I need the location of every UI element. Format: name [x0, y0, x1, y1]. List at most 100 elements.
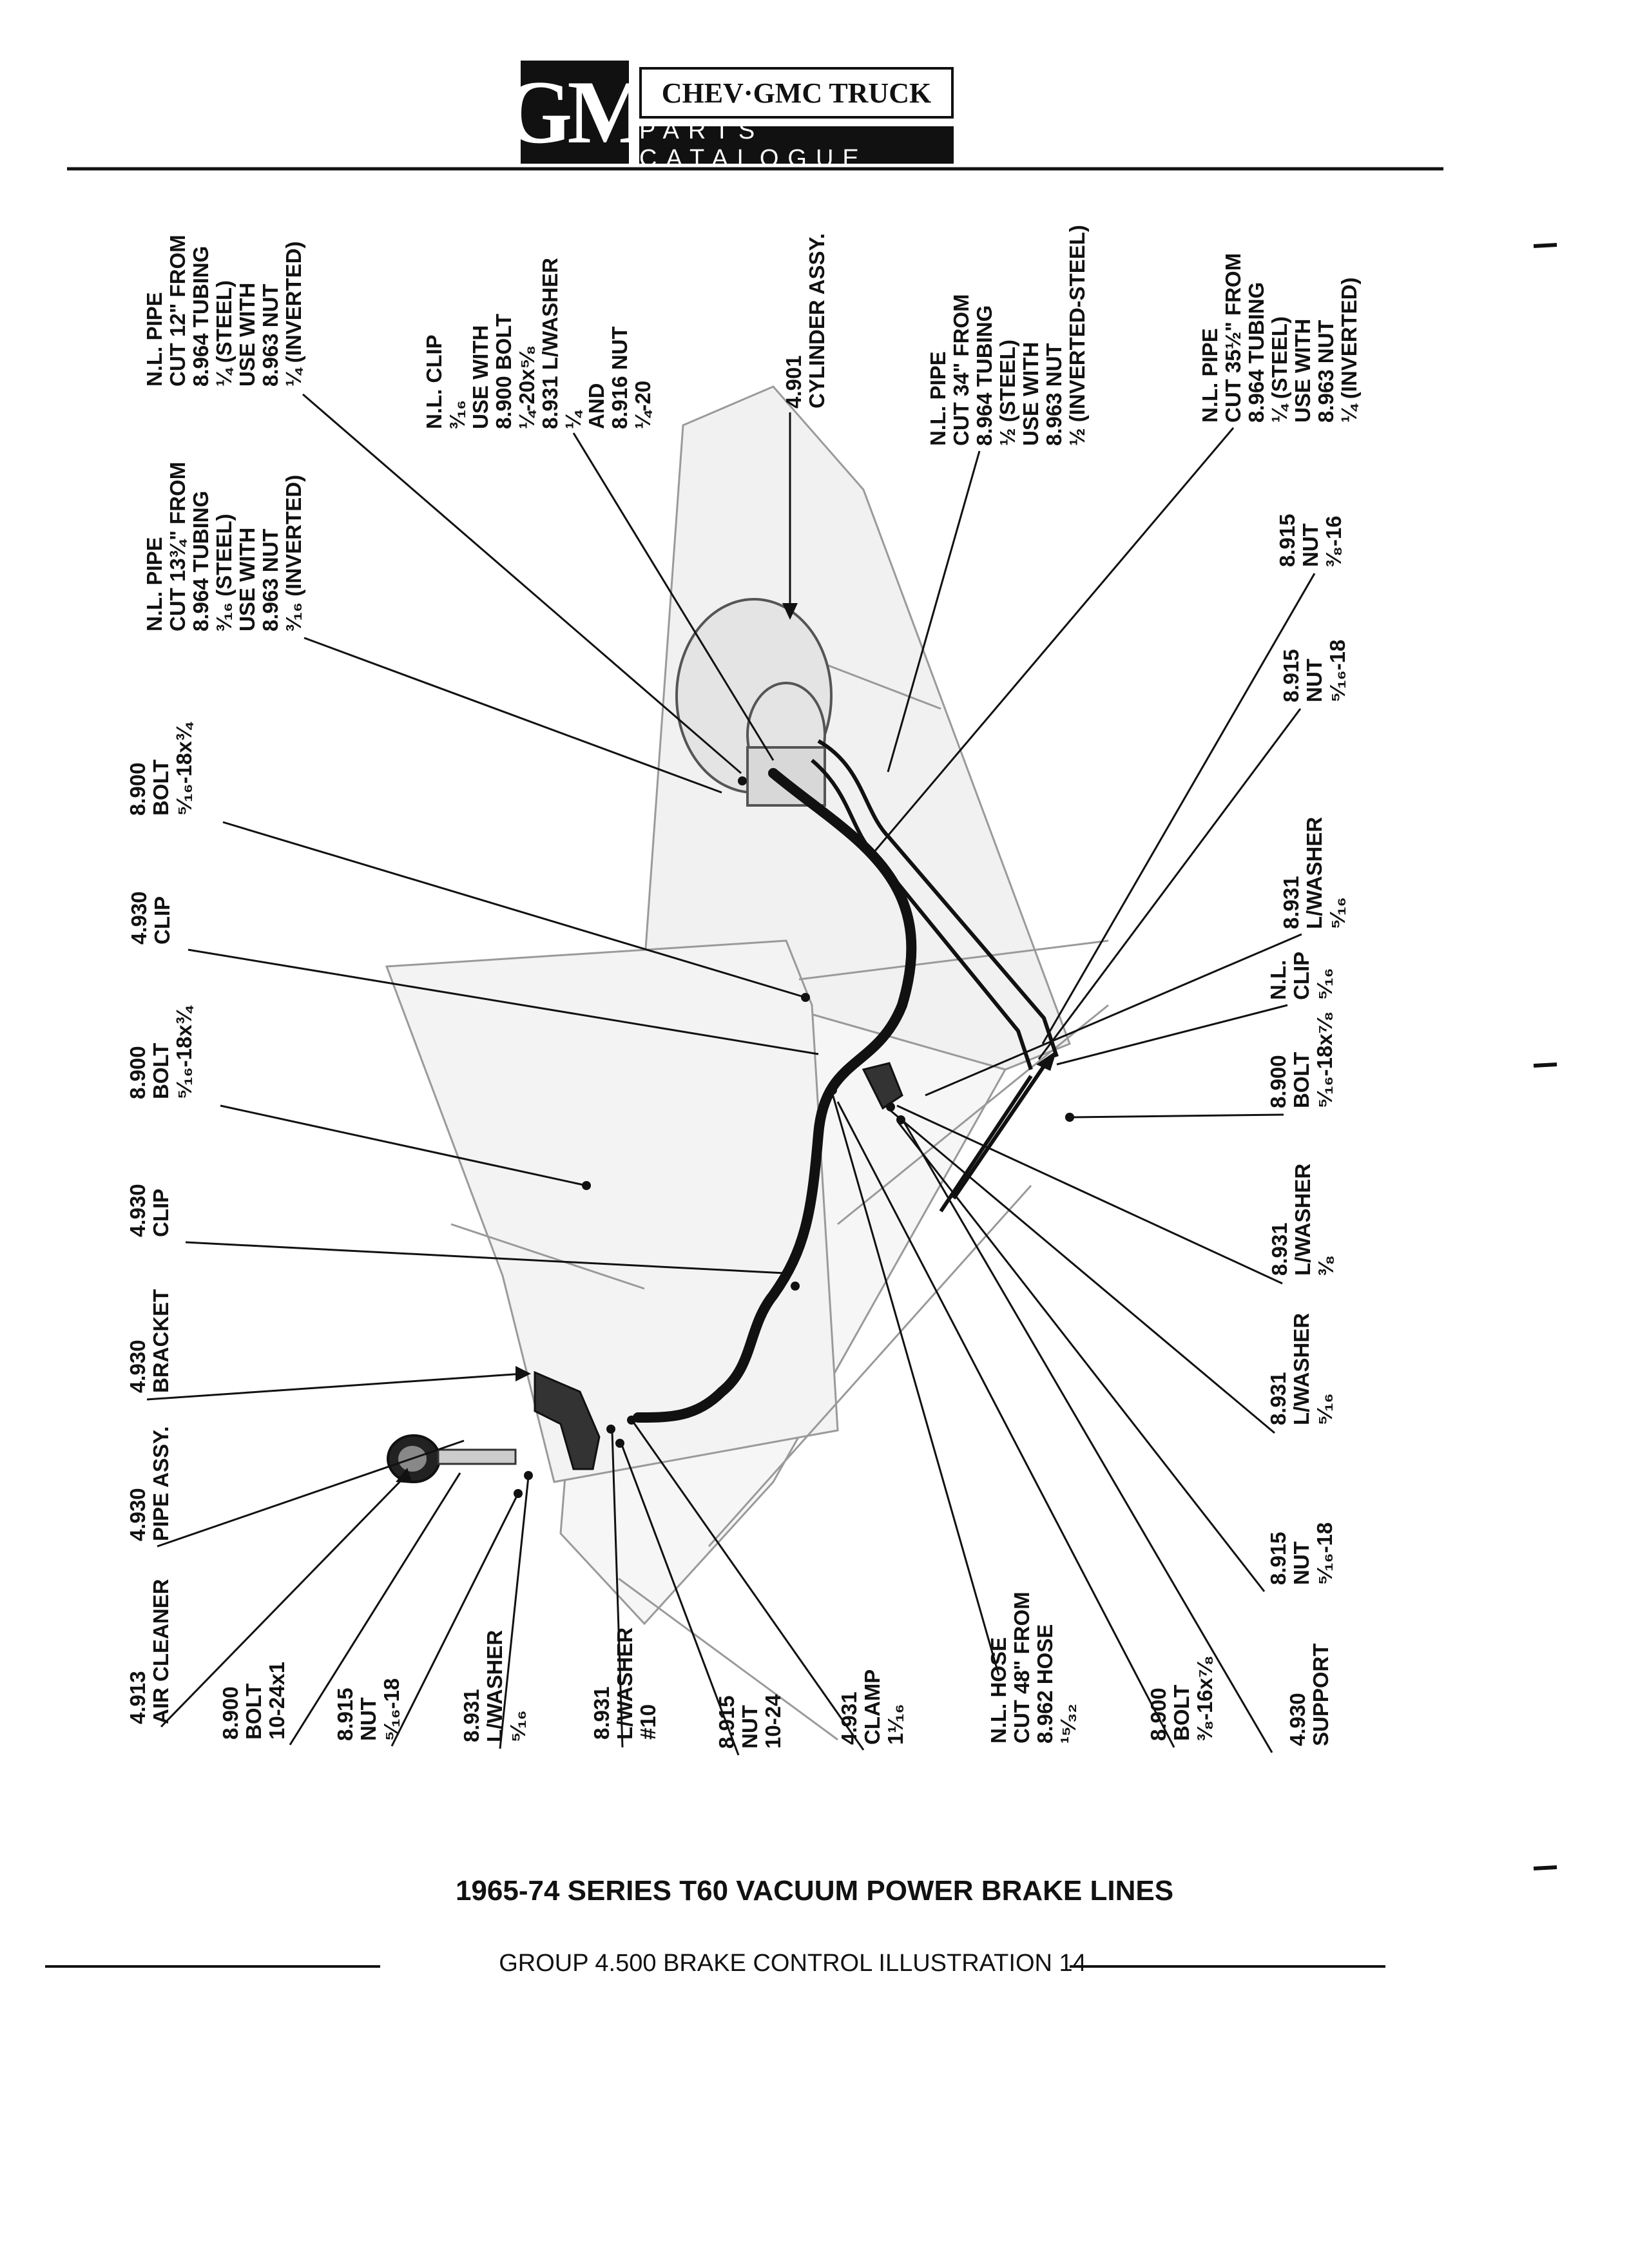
callout-line: 4.901 [782, 355, 805, 408]
callout-line: CLIP [150, 896, 174, 945]
callout-line: 8.916 NUT [608, 326, 631, 429]
callout-line: 8.964 TUBING [189, 490, 213, 631]
hardware-dots [514, 776, 1074, 1498]
callout-line: N.L. PIPE [1198, 328, 1222, 423]
page-title: 1965-74 SERIES T60 VACUUM POWER BRAKE LI… [455, 1875, 1174, 1907]
callout-line: ⁵⁄₁₆-18 [1325, 639, 1349, 702]
callout-line: N.L. PIPE [142, 537, 166, 631]
callout-line: 8.931 [459, 1689, 483, 1742]
callout-line: 8.963 NUT [1042, 343, 1066, 446]
callout-line: NUT [738, 1705, 762, 1749]
callout-line: BOLT [242, 1683, 265, 1740]
callout-line: L/WASHER [1291, 1163, 1315, 1276]
callout-line: SUPPORT [1309, 1643, 1333, 1746]
callout-line: NUT [1298, 523, 1322, 567]
callout-line: ⁵⁄₁₆-18 [380, 1678, 403, 1741]
callout-line: PIPE ASSY. [149, 1426, 173, 1541]
callout-line: USE WITH [235, 527, 259, 631]
callout-line: ⁵⁄₁₆-18x¾ [172, 723, 196, 816]
callout-line: 10-24 [761, 1694, 785, 1749]
callout-line: N.L. PIPE [142, 292, 166, 387]
callout-line: BOLT [1289, 1052, 1313, 1108]
callout-line: ⁵⁄₁₆ [1325, 897, 1349, 929]
callout-line: 4.930 [126, 1340, 149, 1393]
callout-line: 8.900 [126, 1046, 149, 1099]
callout-line: 4.931 [837, 1691, 861, 1745]
callout-line: 8.931 [1279, 876, 1303, 929]
callout-line: 8.964 TUBING [1244, 282, 1268, 423]
callout-line: ³⁄₁₆ (INVERTED) [282, 474, 305, 631]
callout-line: 8.915 [1266, 1532, 1290, 1585]
callout-line: 8.931 L/WASHER [538, 258, 562, 429]
callout-line: 8.931 [590, 1686, 613, 1740]
callout-line: BOLT [149, 759, 173, 816]
callout-line: NUT [1302, 658, 1326, 702]
callout-line: ⁵⁄₁₆ [506, 1710, 530, 1742]
callout-line: 8.915 [715, 1695, 738, 1749]
bracket-drawing [534, 1370, 601, 1470]
callout-line: ¹⁵⁄₃₂ [1056, 1704, 1080, 1744]
callout-line: 4.930 [126, 1488, 149, 1541]
callout-line: CUT 12" FROM [166, 235, 189, 387]
callout-line: 8.964 TUBING [972, 305, 996, 446]
vacuum-hose [633, 768, 917, 1423]
callout-line: CUT 35½" FROM [1221, 253, 1245, 423]
callout-line: ½ (STEEL) [996, 339, 1019, 446]
callout-line: 8.915 [1275, 514, 1299, 567]
callout-line: 4.930 [126, 1184, 149, 1237]
callout-line: N.L. [1266, 959, 1290, 1000]
callout-line: ¼ (STEEL) [1268, 316, 1291, 423]
page-footer: GROUP 4.500 BRAKE CONTROL ILLUSTRATION 1… [499, 1950, 1086, 1977]
callout-line: USE WITH [235, 282, 259, 387]
callout-line: 10-24x1 [265, 1661, 289, 1740]
callout-line: 8.963 NUT [258, 284, 282, 387]
callout-line: AND [584, 383, 608, 430]
callout-line: ³⁄₁₆ (STEEL) [212, 514, 236, 631]
callout-line: L/WASHER [1289, 1312, 1313, 1425]
steel-tubes [811, 739, 1059, 1213]
callout-line: ³⁄₁₆ [445, 399, 469, 429]
callout-line: 4.913 [126, 1671, 149, 1724]
callout-line: 8.963 NUT [1314, 320, 1338, 423]
catalogue-subtitle: PARTS CATALOGUE [639, 117, 954, 172]
callout-line: ³⁄₈ [1314, 1255, 1338, 1276]
callout-line: NUT [356, 1697, 380, 1741]
callout-line: 8.900 [1266, 1055, 1290, 1108]
truck-frame-sketch [385, 385, 1109, 1741]
callout-line: N.L. CLIP [422, 334, 446, 429]
callout-line: 8.900 [126, 762, 149, 816]
callout-line: CUT 34" FROM [949, 294, 973, 446]
callout-line: CYLINDER ASSY. [805, 233, 829, 408]
callout-line: ¼ (STEEL) [212, 280, 236, 387]
callout-line: ³⁄₈-16 [1322, 515, 1345, 567]
callout-line: BOLT [1170, 1684, 1193, 1741]
callout-line: USE WITH [1291, 318, 1315, 423]
callout-line: 8.963 NUT [258, 528, 282, 631]
callout-line: ¼ (INVERTED) [282, 241, 305, 387]
callout-line: #10 [636, 1704, 660, 1740]
callout-line: 1¹⁄₁₆ [883, 1704, 907, 1745]
callout-line: CLIP [149, 1188, 173, 1237]
callout-line: USE WITH [1019, 341, 1043, 446]
